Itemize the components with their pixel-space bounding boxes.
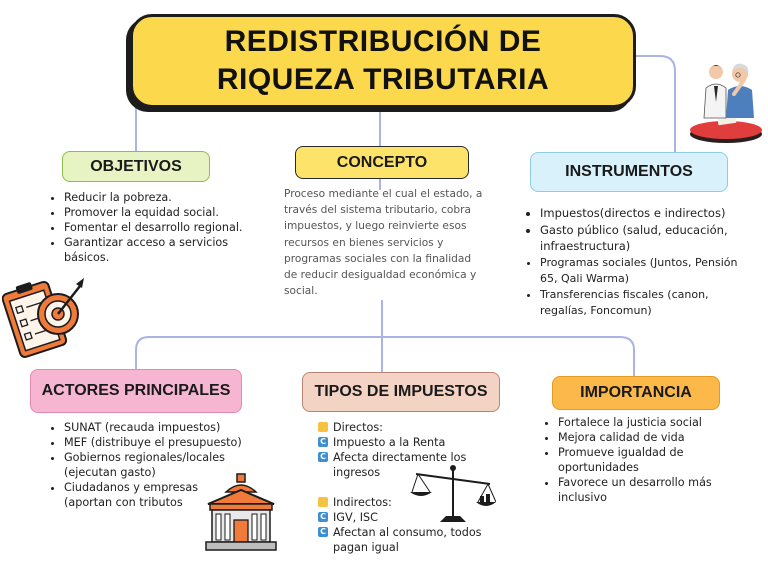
instrumentos-list: Impuestos(directos e indirectos) Gasto p…	[522, 205, 752, 319]
list-item: Fomentar el desarrollo regional.	[64, 220, 246, 235]
list-item: C Impuesto a la Renta	[318, 435, 508, 450]
blue-c-square-icon: C	[318, 437, 328, 447]
yellow-square-icon	[318, 497, 328, 507]
list-item: Mejora calidad de vida	[558, 430, 740, 445]
indirectos-item: Afectan al consumo, todos pagan igual	[333, 526, 482, 554]
target-clipboard-icon	[2, 278, 84, 358]
list-item: Ciudadanos y empresas (aportan con tribu…	[64, 480, 246, 510]
government-building-icon	[205, 473, 277, 551]
blue-c-square-icon: C	[318, 512, 328, 522]
blue-c-square-icon: C	[318, 527, 328, 537]
importancia-list: Fortalece la justicia social Mejora cali…	[540, 415, 740, 505]
list-item: Impuestos(directos e indirectos)	[540, 205, 752, 222]
list-item: Promover la equidad social.	[64, 205, 246, 220]
list-item: Fortalece la justicia social	[558, 415, 740, 430]
directos-heading: Directos:	[333, 421, 383, 434]
list-item: Garantizar acceso a servicios básicos.	[64, 235, 246, 265]
concepto-text: Proceso mediante el cual el estado, a tr…	[284, 188, 483, 298]
list-item: Transferencias fiscales (canon, regalías…	[540, 287, 752, 319]
list-item: Favorece un desarrollo más inclusivo	[558, 475, 740, 505]
list-item: Programas sociales (Juntos, Pensión 65, …	[540, 255, 752, 287]
objetivos-label: OBJETIVOS	[62, 151, 210, 182]
list-item: SUNAT (recauda impuestos)	[64, 420, 246, 435]
list-item: MEF (distribuye el presupuesto)	[64, 435, 246, 450]
list-item: C IGV, ISC	[318, 510, 508, 525]
title-line-2: RIQUEZA TRIBUTARIA	[216, 63, 550, 96]
indirectos-item: IGV, ISC	[333, 511, 378, 524]
list-item: C Afecta directamente los ingresos	[318, 450, 508, 480]
concepto-label: CONCEPTO	[295, 146, 469, 179]
people-meeting-icon	[690, 63, 762, 143]
list-item: C Afectan al consumo, todos pagan igual	[318, 525, 508, 555]
indirectos-heading: Indirectos:	[333, 496, 392, 509]
indirectos-heading-row: Indirectos:	[318, 495, 508, 510]
tipos-content: Directos: C Impuesto a la Renta C Afecta…	[318, 420, 508, 555]
instrumentos-label: INSTRUMENTOS	[530, 152, 728, 192]
objetivos-list: Reducir la pobreza. Promover la equidad …	[46, 190, 246, 265]
main-title-box: REDISTRIBUCIÓN DE RIQUEZA TRIBUTARIA	[130, 14, 636, 108]
actores-list: SUNAT (recauda impuestos) MEF (distribuy…	[46, 420, 246, 510]
list-item: Gasto público (salud, educación, infraes…	[540, 222, 752, 255]
title-line-1: REDISTRIBUCIÓN DE	[224, 25, 542, 58]
list-item: Promueve igualdad de oportunidades	[558, 445, 740, 475]
actores-label: ACTORES PRINCIPALES	[30, 369, 242, 413]
balance-scale-icon	[410, 465, 496, 522]
directos-item: Afecta directamente los ingresos	[333, 451, 467, 479]
list-item: Gobiernos regionales/locales (ejecutan g…	[64, 450, 246, 480]
yellow-square-icon	[318, 422, 328, 432]
directos-heading-row: Directos:	[318, 420, 508, 435]
directos-item: Impuesto a la Renta	[333, 436, 446, 449]
list-item: Reducir la pobreza.	[64, 190, 246, 205]
tipos-label: TIPOS DE IMPUESTOS	[302, 372, 500, 412]
blue-c-square-icon: C	[318, 452, 328, 462]
importancia-label: IMPORTANCIA	[552, 376, 720, 410]
